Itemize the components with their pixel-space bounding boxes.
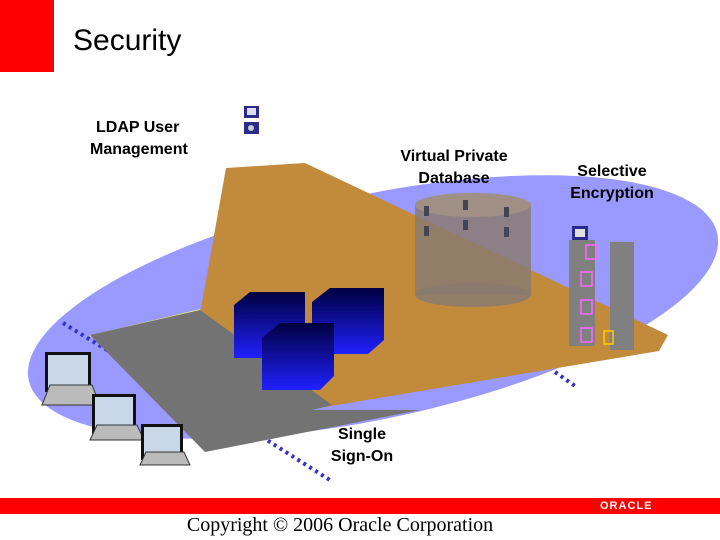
label-encryption-line2: Encryption [570,185,654,202]
computer-icon-1 [41,352,101,406]
computer-icon-3 [139,424,191,466]
page-title: Security [73,24,182,57]
label-encryption: Selective Encryption [560,161,664,205]
user-settings-icon [244,122,259,134]
brand-red-block [0,0,54,72]
user-account-icon [244,106,259,118]
cube-front [262,323,334,390]
label-vpd-line2: Database [418,170,490,187]
label-ldap: LDAP User Management [90,117,188,161]
encryption-column-left [569,240,595,346]
encryption-column-right [610,242,634,350]
sso-plane [90,310,420,452]
encryption-box-yellow [603,330,614,345]
computer-icon-2 [89,394,145,441]
label-sso: Single Sign-On [322,424,402,468]
label-vpd-line1: Virtual Private [400,148,508,165]
encryption-boxes [580,244,598,343]
key-document-icon [572,226,588,240]
label-ldap-line2: Management [90,141,188,158]
oracle-logo: ORACLE [600,500,653,512]
label-encryption-line1: Selective [577,163,647,180]
dotted-line-right [553,370,577,388]
label-vpd: Virtual Private Database [388,146,520,190]
label-sso-line2: Sign-On [330,448,394,465]
label-ldap-line1: LDAP User [96,119,180,136]
vpd-cylinder [415,193,531,307]
dotted-line-bottom [260,435,335,484]
label-sso-line1: Single [337,426,386,443]
copyright-text: Copyright © 2006 Oracle Corporation [186,514,494,536]
footer-red-bar [0,498,720,514]
